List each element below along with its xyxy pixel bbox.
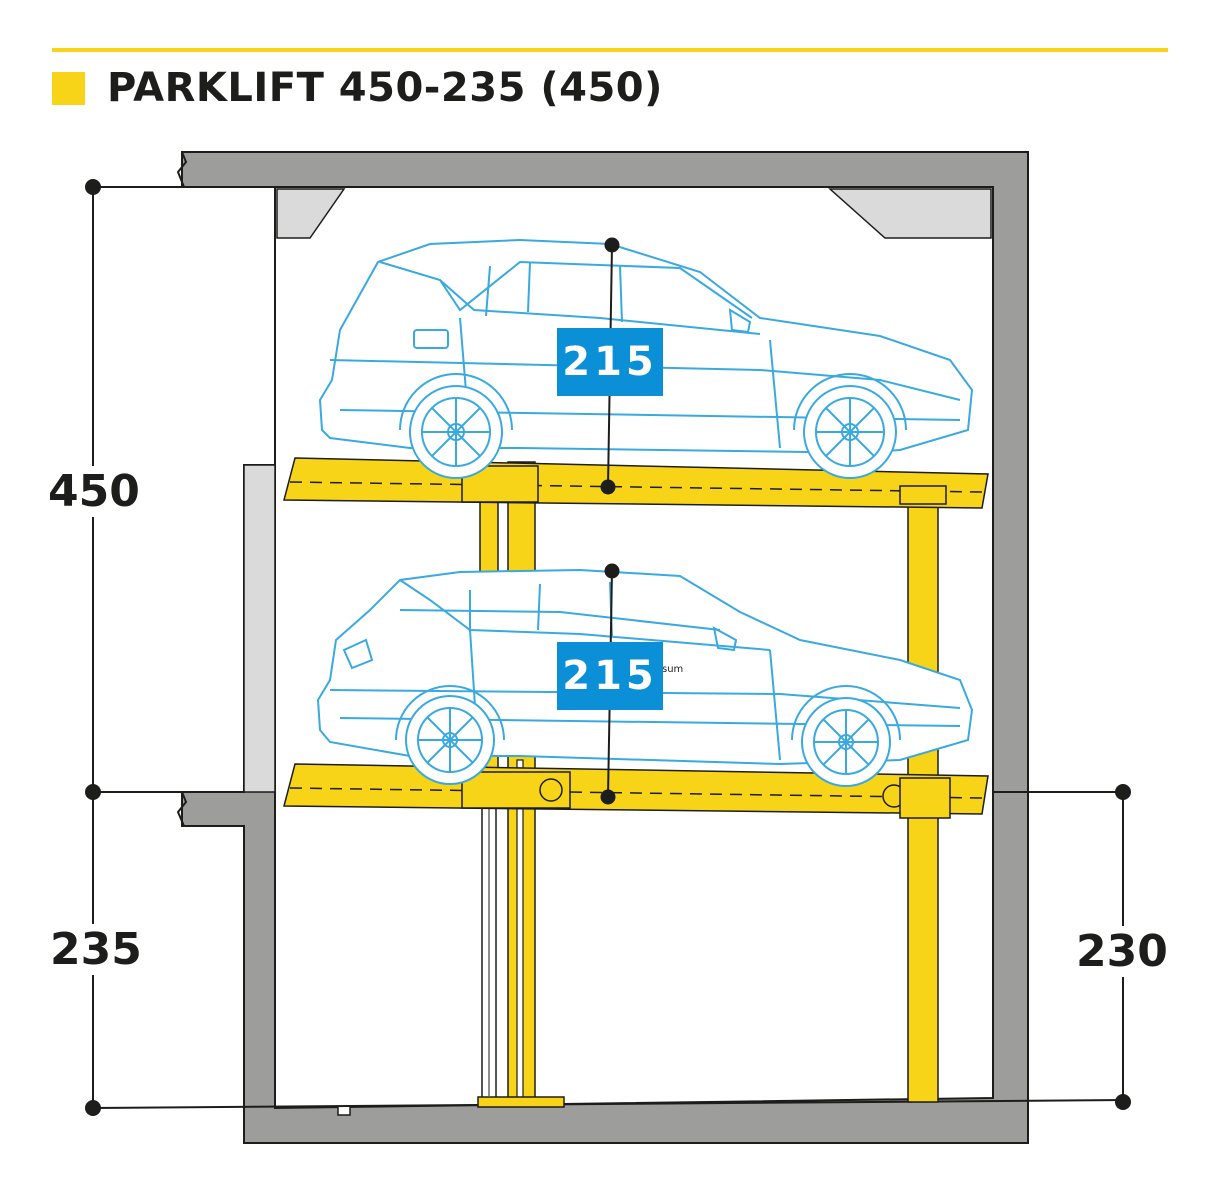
dimension-lower-clearance: 230 bbox=[1074, 926, 1170, 977]
title-marker bbox=[52, 71, 85, 105]
page-title: PARKLIFT 450-235 (450) bbox=[107, 65, 663, 111]
lower-vehicle-height: 215 bbox=[562, 653, 658, 699]
dimension-pit-depth: 235 bbox=[48, 924, 144, 975]
lower-vehicle-height-box: 215 bbox=[557, 642, 663, 710]
top-accent-line bbox=[52, 48, 1168, 52]
dimension-total-height: 450 bbox=[46, 466, 142, 517]
upper-vehicle-height: 215 bbox=[562, 339, 658, 385]
title-block: PARKLIFT 450-235 (450) bbox=[52, 65, 663, 111]
small-label: sum bbox=[662, 664, 683, 675]
upper-vehicle-height-box: 215 bbox=[557, 328, 663, 396]
